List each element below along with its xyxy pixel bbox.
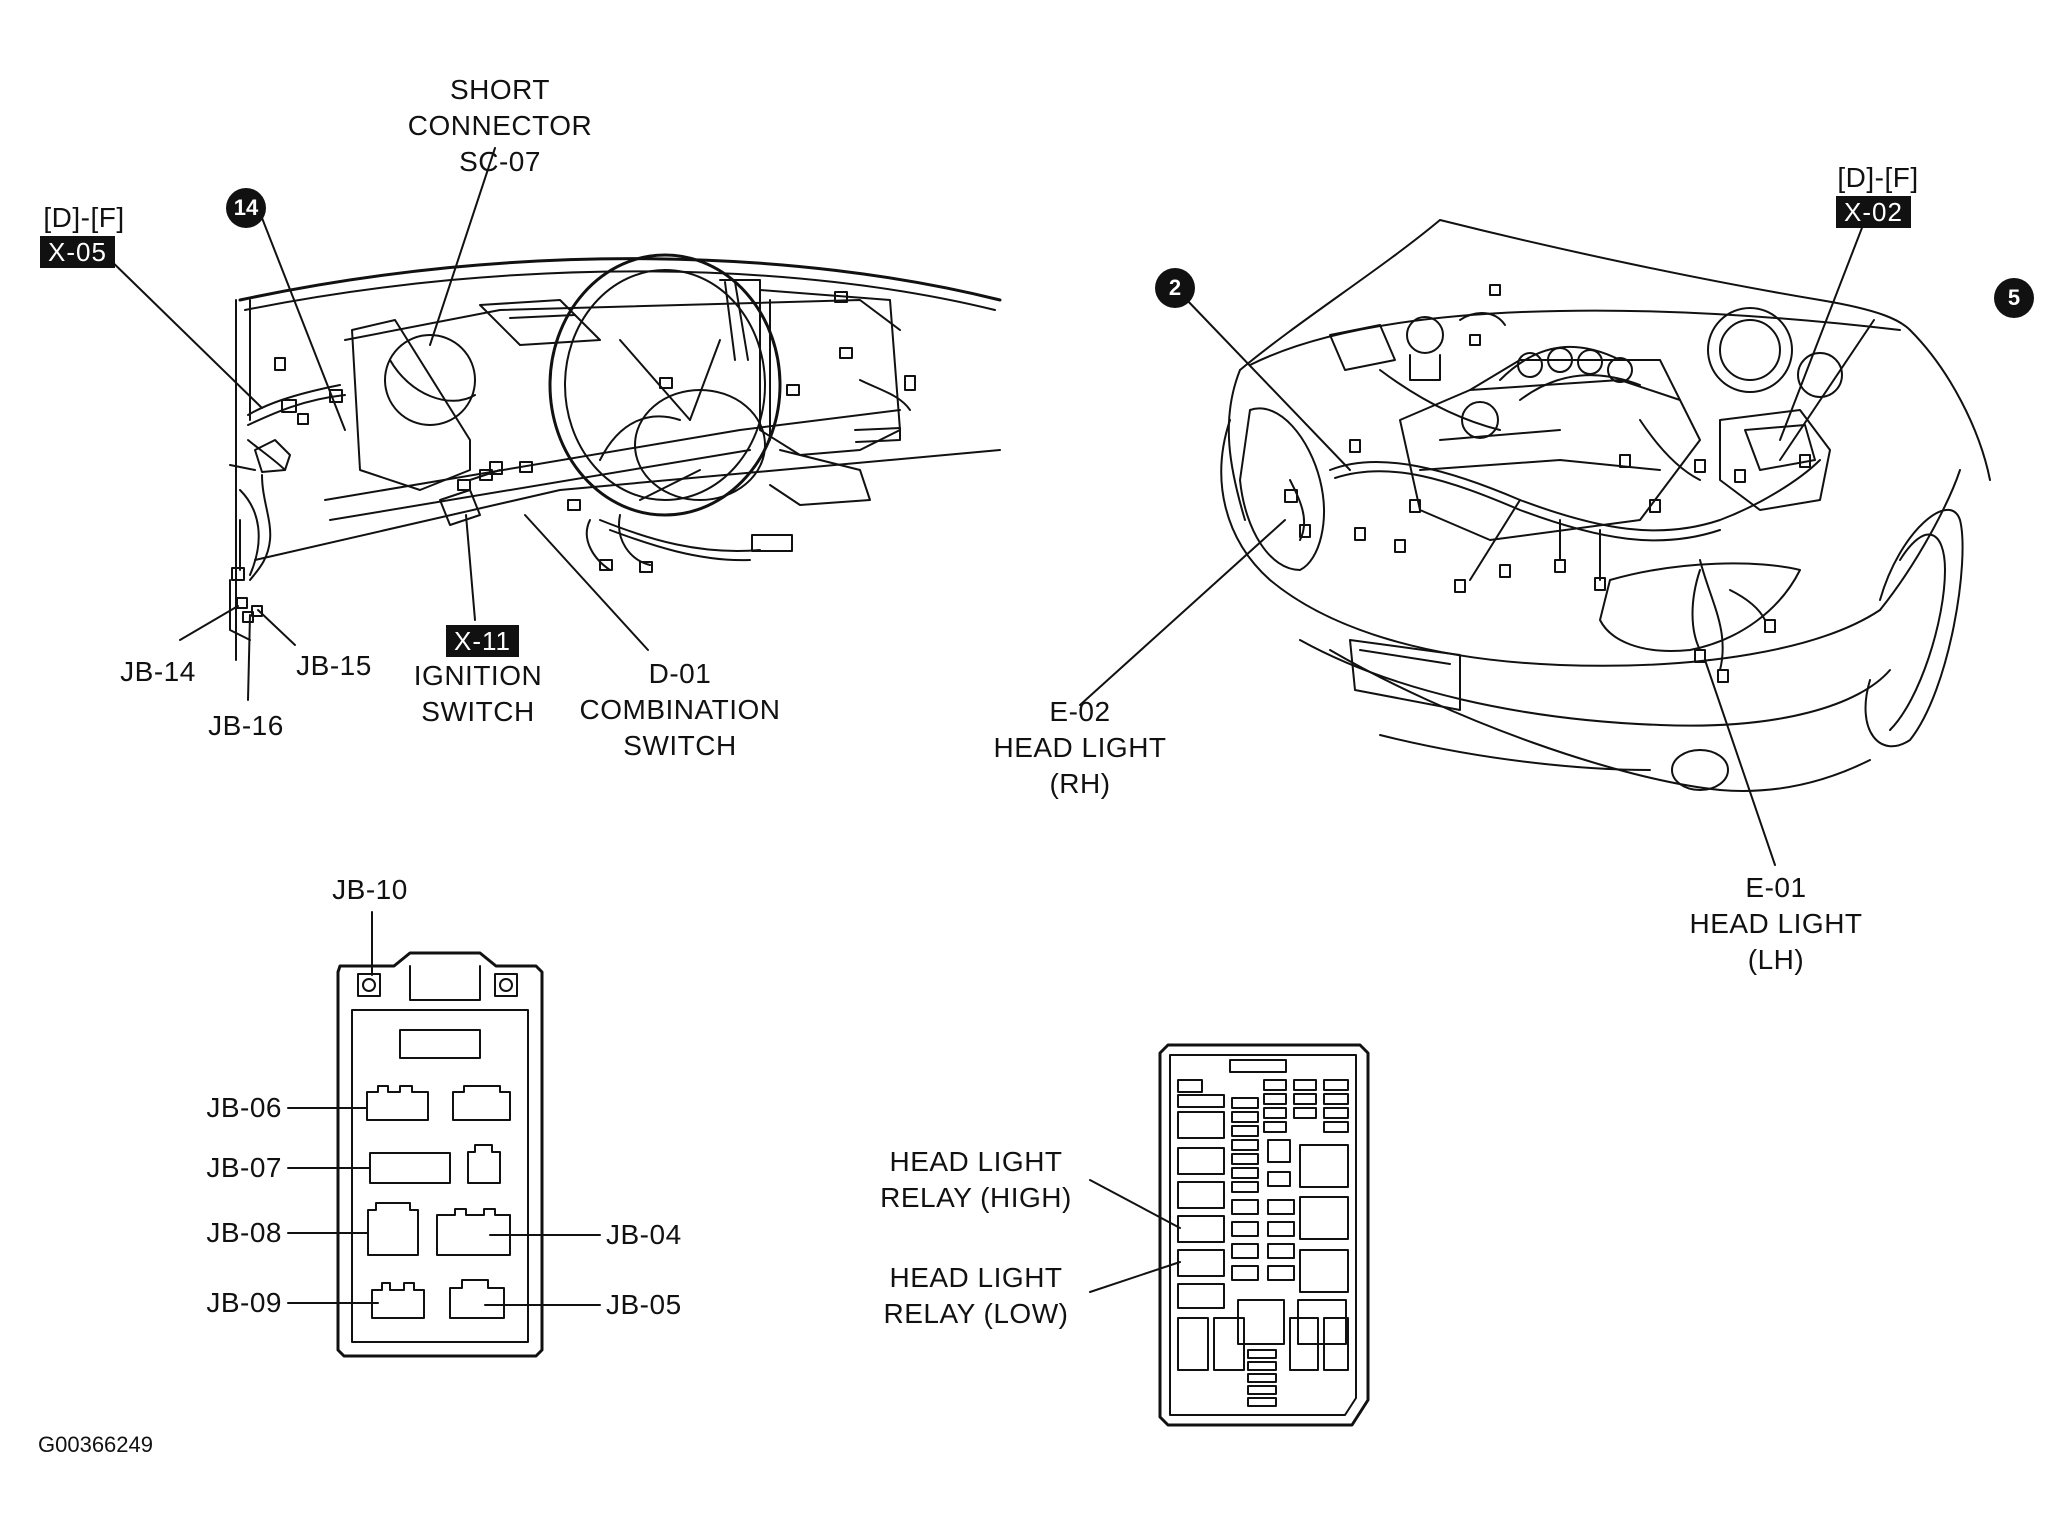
relay-high-line-1: HEAD LIGHT bbox=[889, 1146, 1063, 1177]
combination-switch-label: D-01 COMBINATION SWITCH bbox=[560, 656, 800, 764]
head-lh-line-2: HEAD LIGHT bbox=[1689, 908, 1863, 939]
relay-high-line-2: RELAY (HIGH) bbox=[880, 1182, 1072, 1213]
short-connector-line-3: SC-07 bbox=[459, 146, 541, 177]
engine-location-ref: [D]-[F] bbox=[1837, 162, 1919, 193]
dashboard-illustration bbox=[229, 253, 1002, 661]
ignition-line-2: SWITCH bbox=[421, 696, 535, 727]
jb-10-label: JB-10 bbox=[332, 874, 408, 905]
relay-box-leader-lines bbox=[1089, 1179, 1181, 1293]
jb-14-label: JB-14 bbox=[120, 656, 196, 687]
jb-09-label: JB-09 bbox=[206, 1287, 282, 1318]
short-connector-line-2: CONNECTOR bbox=[407, 110, 593, 141]
head-lh-line-1: E-01 bbox=[1745, 872, 1807, 903]
jb-15-label: JB-15 bbox=[296, 650, 372, 681]
relay-box-illustration bbox=[1158, 1043, 1370, 1427]
engine-leader-lines bbox=[1079, 219, 1875, 866]
combination-line-3: SWITCH bbox=[623, 730, 737, 761]
dashboard-leader-lines bbox=[99, 147, 649, 701]
marker-2-icon: 2 bbox=[1155, 268, 1195, 308]
combination-line-1: D-01 bbox=[648, 658, 712, 689]
marker-5-icon: 5 bbox=[1994, 278, 2034, 318]
combination-line-2: COMBINATION bbox=[579, 694, 781, 725]
short-connector-label: SHORT CONNECTOR SC-07 bbox=[400, 72, 600, 180]
jb-16-label: JB-16 bbox=[208, 710, 284, 741]
junction-box-leader-lines bbox=[287, 911, 601, 1306]
junction-box-illustration bbox=[336, 951, 544, 1358]
head-light-lh-label: E-01 HEAD LIGHT (LH) bbox=[1676, 870, 1876, 978]
ignition-line-1: IGNITION bbox=[413, 660, 543, 691]
head-light-rh-label: E-02 HEAD LIGHT (RH) bbox=[980, 694, 1180, 802]
engine-connector-tag: X-02 bbox=[1836, 196, 1911, 228]
relay-low-line-2: RELAY (LOW) bbox=[883, 1298, 1069, 1329]
engine-bay-illustration bbox=[1220, 219, 1991, 792]
jb-05-label: JB-05 bbox=[606, 1289, 682, 1320]
ignition-connector-tag: X-11 bbox=[446, 625, 519, 657]
jb-07-label: JB-07 bbox=[206, 1152, 282, 1183]
jb-06-label: JB-06 bbox=[206, 1092, 282, 1123]
jb-08-label: JB-08 bbox=[206, 1217, 282, 1248]
head-rh-line-3: (RH) bbox=[1049, 768, 1111, 799]
head-lh-line-3: (LH) bbox=[1747, 944, 1805, 975]
head-rh-line-2: HEAD LIGHT bbox=[993, 732, 1167, 763]
jb-04-label: JB-04 bbox=[606, 1219, 682, 1250]
ignition-switch-label: IGNITION SWITCH bbox=[398, 658, 558, 730]
short-connector-line-1: SHORT bbox=[450, 74, 550, 105]
marker-14-icon: 14 bbox=[226, 188, 266, 228]
head-light-relay-low-label: HEAD LIGHT RELAY (LOW) bbox=[866, 1260, 1086, 1332]
dash-location-ref: [D]-[F] bbox=[43, 202, 125, 233]
head-rh-line-1: E-02 bbox=[1049, 696, 1111, 727]
relay-low-line-1: HEAD LIGHT bbox=[889, 1262, 1063, 1293]
figure-code: G00366249 bbox=[38, 1432, 153, 1457]
dash-connector-tag: X-05 bbox=[40, 236, 115, 268]
head-light-relay-high-label: HEAD LIGHT RELAY (HIGH) bbox=[866, 1144, 1086, 1216]
